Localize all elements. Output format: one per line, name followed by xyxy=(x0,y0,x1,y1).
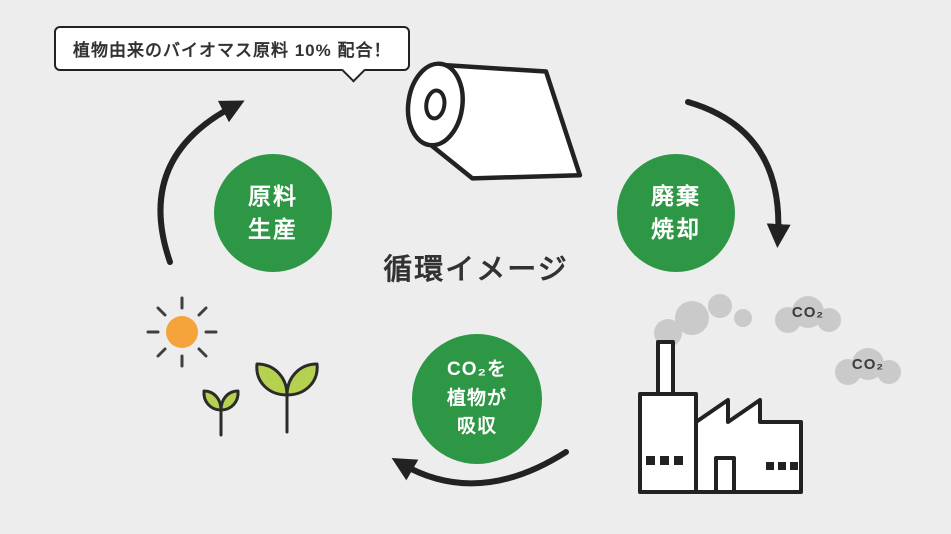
co2-cloud-2: CO₂ xyxy=(826,342,910,390)
arrow-left-up-icon xyxy=(157,100,245,265)
bubble-waste-incineration: 廃棄 焼却 xyxy=(617,154,735,272)
arrow-bottom-left-icon xyxy=(391,449,569,487)
bubble-text-line: 廃棄 xyxy=(651,182,701,209)
factory-icon xyxy=(638,340,803,494)
co2-cloud-1: CO₂ xyxy=(766,290,850,338)
arrow-right-down-icon xyxy=(685,99,791,248)
plant-sprouts-icon xyxy=(202,362,319,437)
bubble-text-line: 植物が xyxy=(446,387,507,409)
bubble-text-line: 焼却 xyxy=(651,216,701,242)
diagram-title: 循環イメージ xyxy=(383,254,569,286)
co2-label: CO₂ xyxy=(851,356,885,373)
bubble-co2-absorption: CO₂を 植物が 吸収 xyxy=(412,334,542,464)
co2-label: CO₂ xyxy=(791,304,825,321)
cloud-icon xyxy=(835,348,901,385)
bubble-text-line: 原料 xyxy=(248,182,298,209)
cloud-icon xyxy=(775,296,841,333)
bubble-text-line: CO₂を xyxy=(447,359,507,381)
bubble-text-line: 生産 xyxy=(248,216,298,242)
bubble-material-production: 原料 生産 xyxy=(214,154,332,272)
sun-icon xyxy=(146,296,218,368)
biomass-callout: 植物由来のバイオマス原料 10% 配合！ xyxy=(54,26,411,83)
bubble-text-line: 吸収 xyxy=(456,416,497,438)
paper-roll-icon xyxy=(405,61,583,181)
biomass-callout-text: 植物由来のバイオマス原料 10% 配合！ xyxy=(73,41,392,60)
